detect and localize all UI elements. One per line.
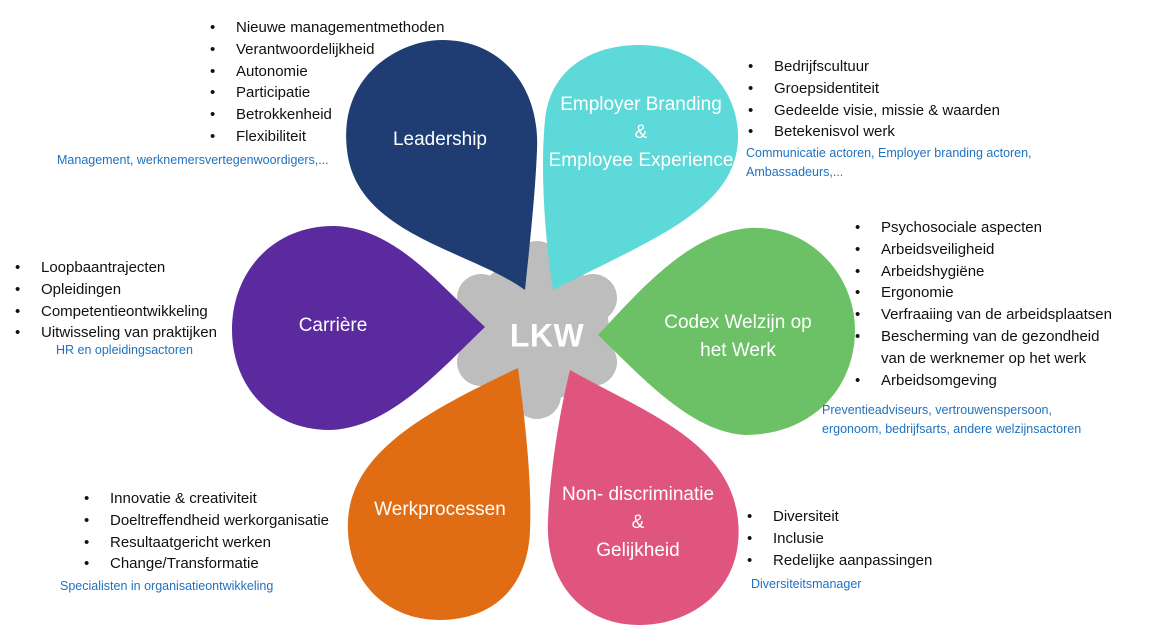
petal-label-line: Codex Welzijn op [664,312,812,333]
list-item: Flexibiliteit [208,126,444,148]
list-item: Betrokkenheid [208,104,444,126]
hub-lobe [457,338,505,386]
actors-line: Specialisten in organisatieontwikkeling [60,579,274,593]
petal-carriere [232,225,485,430]
list-item: Betekenisvol werk [746,121,1000,143]
list-item: Nieuwe managementmethoden [208,17,444,39]
petal-label-line: Carrière [298,315,368,336]
list-item: Diversiteit [745,506,932,528]
actors-carriere: HR en opleidingsactoren [56,341,193,360]
list-item: Verfraaiing van de arbeidsplaatsen [853,304,1112,326]
actors-non-discriminatie: Diversiteitsmanager [751,575,861,594]
actors-line: HR en opleidingsactoren [56,343,193,357]
list-item: Participatie [208,82,444,104]
petal-label-line: & [634,122,648,143]
list-item: Doeltreffendheid werkorganisatie [82,510,329,532]
petal-employer-branding [542,45,739,290]
list-item: Change/Transformatie [82,553,329,575]
list-item: Gedeelde visie, missie & waarden [746,100,1000,122]
actors-line: Communicatie actoren, Employer branding … [746,146,1032,160]
petal-codex [598,227,855,435]
petal-label-line: het Werk [700,340,776,361]
bullet-list-non-discriminatie: Diversiteit Inclusie Redelijke aanpassin… [745,506,932,571]
petal-label-line: Non- discriminatie [561,484,715,505]
list-item: Ergonomie [853,282,1112,304]
bullet-list-werkprocessen: Innovatie & creativiteit Doeltreffendhei… [82,488,329,575]
list-item: Competentieontwikkeling [13,301,217,323]
petal-label-codex: Codex Welzijn op het Werk [664,309,812,365]
list-item: Arbeidsomgeving [853,370,1112,392]
hub-lobe [569,274,617,322]
petal-label-carriere: Carrière [299,312,368,340]
petal-label-line: & [631,512,645,533]
list-item: Loopbaantrajecten [13,257,217,279]
list-item: Autonomie [208,61,444,83]
bullet-list-codex: Psychosociale aspecten Arbeidsveiligheid… [853,217,1112,391]
petal-label-non-discriminatie: Non- discriminatie & Gelijkheid [562,481,714,565]
hub-lobe [457,274,505,322]
actors-line: ergonoom, bedrijfsarts, andere welzijnsa… [822,422,1082,436]
actors-line: Preventieadviseurs, vertrouwenspersoon, [822,403,1052,417]
bullet-list-leadership: Nieuwe managementmethoden Verantwoordeli… [208,17,444,148]
bullet-list-employer-branding: Bedrijfscultuur Groepsidentiteit Gedeeld… [746,56,1000,143]
list-item: Redelijke aanpassingen [745,550,932,572]
petal-label-line: Werkprocessen [374,499,506,520]
list-item: Innovatie & creativiteit [82,488,329,510]
list-item: Arbeidshygiëne [853,261,1112,283]
list-item: Resultaatgericht werken [82,532,329,554]
actors-line: Management, werknemersvertegenwoordigers… [57,153,329,167]
list-item: Verantwoordelijkheid [208,39,444,61]
hub-lobe [513,371,561,419]
petal-label-employer-branding: Employer Branding & Employee Experience [549,91,734,175]
petal-label-line: Employee Experience [548,150,734,171]
petal-non-discriminatie [547,370,739,625]
list-item: Psychosociale aspecten [853,217,1112,239]
actors-employer-branding: Communicatie actoren, Employer branding … [746,144,1032,182]
actors-line: Ambassadeurs,... [746,165,844,179]
petal-label-line: Employer Branding [560,94,722,115]
list-item: Bedrijfscultuur [746,56,1000,78]
center-label: LKW [509,317,585,354]
hub-lobe [569,338,617,386]
actors-werkprocessen: Specialisten in organisatieontwikkeling [60,577,273,596]
list-item: Uitwisseling van praktijken [13,322,217,344]
petal-label-line: Gelijkheid [596,540,680,561]
center-hub [457,241,617,419]
bullet-list-carriere: Loopbaantrajecten Opleidingen Competenti… [13,257,217,344]
list-item: Arbeidsveiligheid [853,239,1112,261]
list-item: Inclusie [745,528,932,550]
list-item: Opleidingen [13,279,217,301]
actors-codex: Preventieadviseurs, vertrouwenspersoon, … [822,401,1081,439]
actors-leadership: Management, werknemersvertegenwoordigers… [57,151,329,170]
list-item: Groepsidentiteit [746,78,1000,100]
petal-werkprocessen [347,368,531,620]
list-item: van de werknemer op het werk [881,349,1087,367]
list-item: Bescherming van de gezondheid [853,326,1112,348]
petal-label-werkprocessen: Werkprocessen [374,496,506,524]
actors-line: Diversiteitsmanager [751,577,862,591]
